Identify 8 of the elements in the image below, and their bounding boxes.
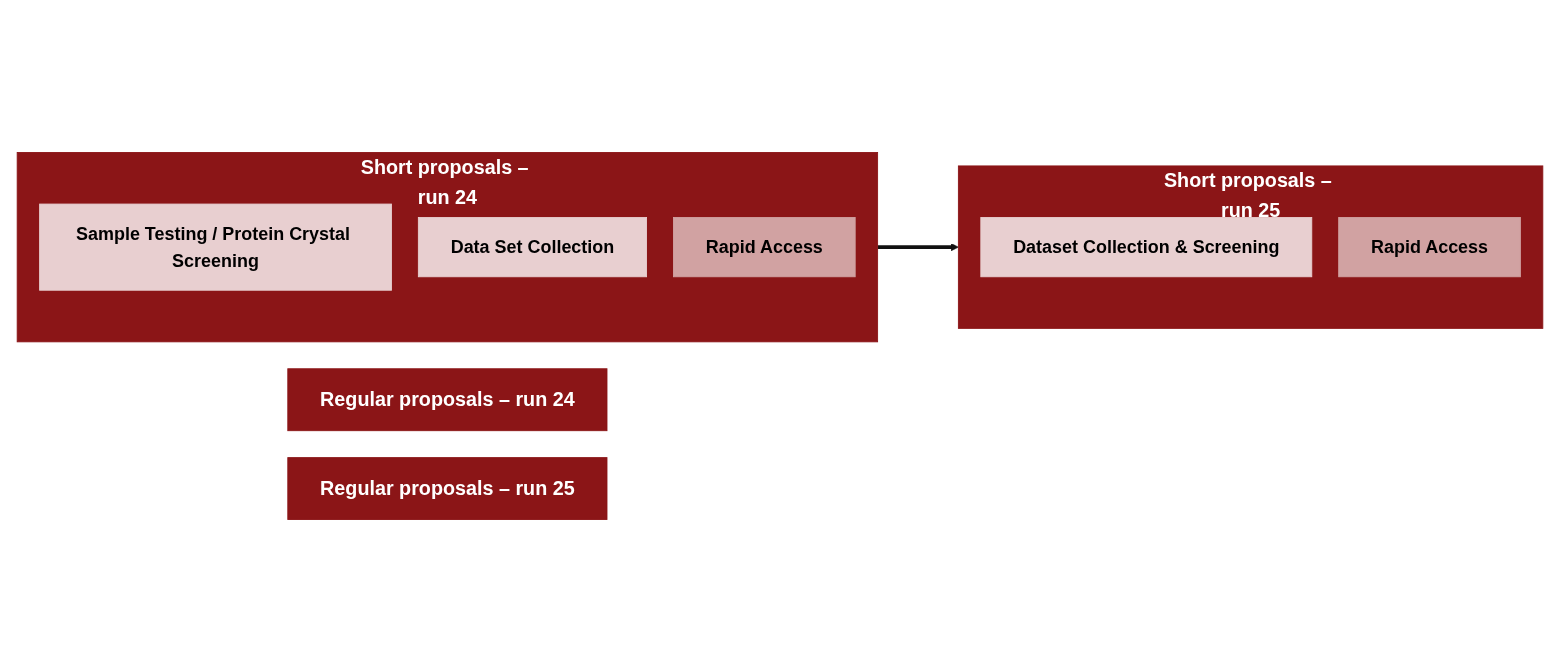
node-box: Rapid Access	[673, 216, 856, 277]
node-box: Dataset Collection & Screening	[980, 216, 1313, 277]
arrow	[877, 242, 959, 251]
node-box: Regular proposals – run 25	[287, 456, 608, 520]
node-box: Regular proposals – run 24	[287, 367, 608, 431]
node-box: Sample Testing / Protein Crystal Screening	[39, 203, 392, 291]
node-box: Rapid Access	[1338, 216, 1521, 277]
node-box: Data Set Collection	[417, 216, 647, 277]
